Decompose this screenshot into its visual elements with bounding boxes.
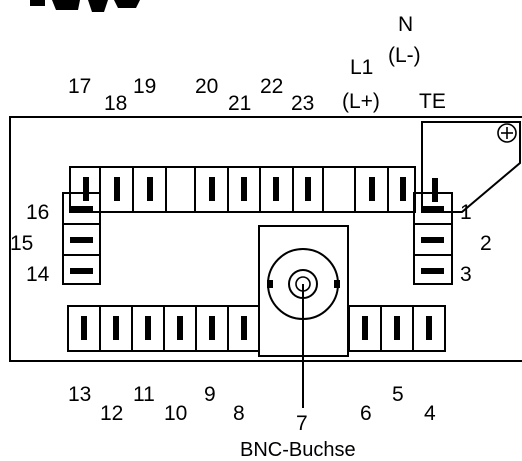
label-1: 1 (460, 201, 472, 224)
label-23: 23 (291, 92, 314, 115)
bnc-socket (258, 225, 349, 408)
label-7: 7 (296, 412, 308, 435)
clipped-title-fragment (30, 0, 140, 12)
terminal-contact-10 (177, 316, 183, 340)
earth-terminal-block (421, 121, 521, 213)
terminal-contact-18 (114, 177, 120, 201)
label-N: N (398, 13, 413, 36)
terminal-contact-11 (145, 316, 151, 340)
label-19: 19 (133, 75, 156, 98)
terminal-contact-4 (426, 316, 432, 340)
terminal-contact-13 (81, 316, 87, 340)
terminal-contact-15 (70, 237, 93, 243)
label-11: 11 (133, 383, 155, 406)
terminal-contact-21 (241, 177, 247, 201)
label-2: 2 (480, 232, 492, 255)
terminal-contact-23 (305, 177, 311, 201)
terminal-contact-17 (83, 177, 89, 201)
label-TE: TE (419, 90, 446, 113)
label-14: 14 (26, 263, 50, 286)
terminal-labels: 17 18 19 20 21 22 23 L1 (L+) N (L-) TE 1… (10, 13, 492, 461)
terminal-contact-N (400, 177, 406, 201)
label-9: 9 (204, 383, 216, 406)
terminal-contact-14 (70, 268, 93, 274)
label-8: 8 (233, 402, 245, 425)
label-10: 10 (164, 402, 187, 425)
label-6: 6 (360, 402, 372, 425)
ground-icon (497, 123, 517, 143)
label-L-plus: (L+) (342, 90, 380, 113)
terminal-contact-5 (394, 316, 400, 340)
label-20: 20 (195, 75, 218, 98)
terminal-contact-16 (70, 206, 93, 212)
bottom-terminal-strip-left (67, 305, 260, 352)
top-terminal-contacts (83, 177, 406, 201)
terminal-contact-L1 (369, 177, 375, 201)
top-terminal-strip (69, 166, 416, 213)
label-13: 13 (68, 383, 91, 406)
label-L1: L1 (350, 56, 373, 79)
terminal-contact-19 (147, 177, 153, 201)
terminal-contact-6 (362, 316, 368, 340)
label-22: 22 (260, 75, 283, 98)
left-terminal-strip (62, 192, 101, 285)
label-16: 16 (26, 201, 49, 224)
terminal-contact-2 (421, 237, 444, 243)
terminal-contact-22 (273, 177, 279, 201)
label-3: 3 (460, 263, 472, 286)
terminal-contact-3 (421, 268, 444, 274)
terminal-contact-12 (113, 316, 119, 340)
terminal-contact-20 (209, 177, 215, 201)
label-12: 12 (100, 402, 123, 425)
label-21: 21 (228, 92, 251, 115)
device-housing (9, 116, 522, 362)
label-L-minus: (L-) (388, 44, 421, 67)
label-5: 5 (392, 383, 404, 406)
bnc-socket-caption: BNC-Buchse (240, 439, 356, 461)
label-15: 15 (10, 232, 33, 255)
label-18: 18 (104, 92, 127, 115)
right-terminal-strip (413, 192, 453, 285)
terminal-contact-TE (432, 178, 438, 202)
terminal-contact-9 (209, 316, 215, 340)
label-4: 4 (424, 402, 436, 425)
terminal-contact-1 (421, 206, 444, 212)
label-17: 17 (68, 75, 91, 98)
bottom-terminal-strip-right (348, 305, 446, 352)
terminal-contact-8 (241, 316, 247, 340)
